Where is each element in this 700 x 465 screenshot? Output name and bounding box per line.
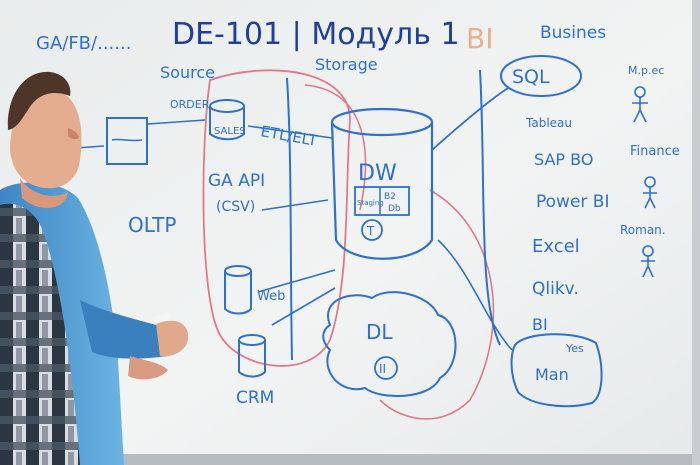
user-figure-2 [643, 176, 657, 209]
label-user-top: M.p.ec [628, 64, 664, 77]
presenter-figure [0, 71, 189, 465]
arrow-ga [261, 199, 329, 211]
dw-cylinder-body [330, 121, 434, 260]
label-bi-orange: BI [466, 22, 493, 55]
web-db-body [224, 271, 252, 315]
dw-marker-circle [361, 219, 383, 241]
label-sap-bo: SAP BO [534, 150, 593, 169]
arrow-web [257, 269, 336, 293]
label-sales: SALES [214, 126, 246, 137]
source-boundary-outline [202, 69, 351, 367]
sales-db-body [209, 106, 245, 141]
arrow-crm [271, 287, 336, 326]
label-source: Source [160, 63, 215, 82]
label-qlikview: Qlikv. [532, 279, 579, 299]
whiteboard-frame-right [692, 0, 700, 465]
arrow-etl [247, 125, 333, 139]
dw-inner-box [354, 186, 410, 216]
label-box-man: Man [535, 365, 569, 384]
label-web: Web [257, 289, 285, 304]
red-curve [304, 84, 367, 211]
arrow-to-order [147, 119, 206, 125]
bi-box-outline [510, 333, 603, 408]
label-tableau: Tableau [525, 116, 572, 130]
label-finance: Finance [630, 144, 680, 159]
user-figure-1 [632, 86, 648, 123]
dw-marker: T [366, 224, 375, 238]
whiteboard-frame-bottom [0, 454, 700, 465]
label-dw: DW [358, 161, 397, 186]
crm-db-body [238, 340, 266, 378]
app-box-scribble [111, 138, 143, 142]
label-user-bottom: Roman. [620, 223, 666, 237]
user-figure-3 [641, 245, 655, 278]
label-business: Busines [540, 23, 606, 43]
label-order: ORDER [170, 98, 210, 111]
label-power-bi: Power BI [536, 192, 609, 212]
divider-line [286, 77, 293, 361]
label-box-yes: Yes [565, 342, 584, 355]
arrow-dw-sql [431, 87, 509, 151]
label-dl: DL [366, 320, 393, 344]
label-storage: Storage [315, 55, 378, 74]
label-bi-box: BI [532, 315, 548, 334]
red-curve-dl [379, 189, 495, 420]
label-crm: CRM [236, 388, 274, 408]
label-staging: Staging [357, 199, 384, 207]
sql-circle [500, 55, 582, 97]
header-left-text: GA/FB/...... [36, 33, 131, 54]
dl-marker: II [379, 362, 386, 376]
arrow-dw-bi [437, 239, 513, 351]
label-dw-b2: B2 [384, 192, 396, 202]
label-ga-api: GA API [208, 171, 265, 191]
app-box [106, 117, 148, 165]
dl-marker-circle [374, 356, 398, 380]
label-sql: SQL [512, 66, 550, 88]
dl-cloud [322, 291, 457, 397]
label-dw-db: Db [388, 204, 401, 214]
label-csv: (CSV) [216, 199, 255, 215]
board-title: DE-101 | Модуль 1 [172, 17, 460, 52]
label-excel: Excel [532, 236, 580, 257]
label-oltp: OLTP [128, 213, 176, 237]
